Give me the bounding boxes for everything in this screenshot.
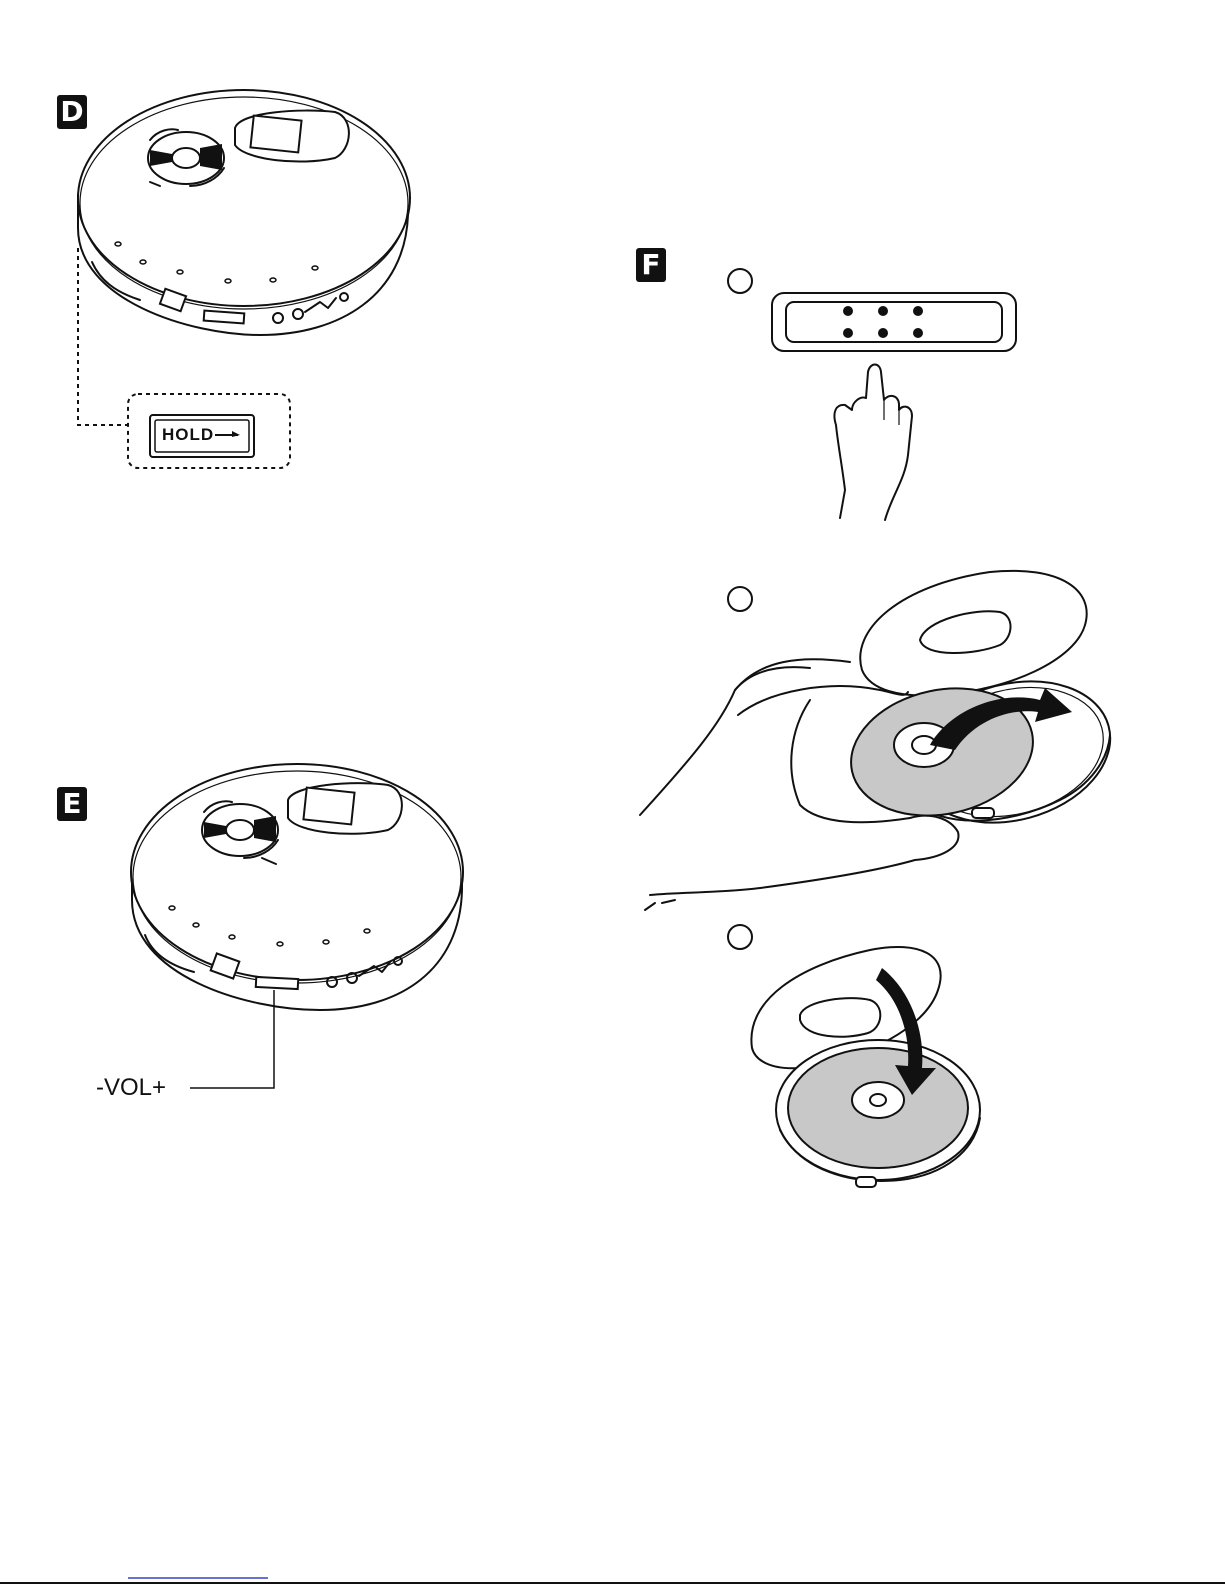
disc-insert-f2 xyxy=(640,571,1126,910)
lid-close-f3 xyxy=(751,947,980,1187)
volume-label: -VOL+ xyxy=(96,1074,166,1102)
cd-player-d xyxy=(78,90,410,335)
cd-player-e xyxy=(131,764,463,1010)
button-panel-f1 xyxy=(772,293,1016,351)
hold-switch-label: HOLD xyxy=(162,425,214,445)
hand-pressing xyxy=(834,365,912,521)
